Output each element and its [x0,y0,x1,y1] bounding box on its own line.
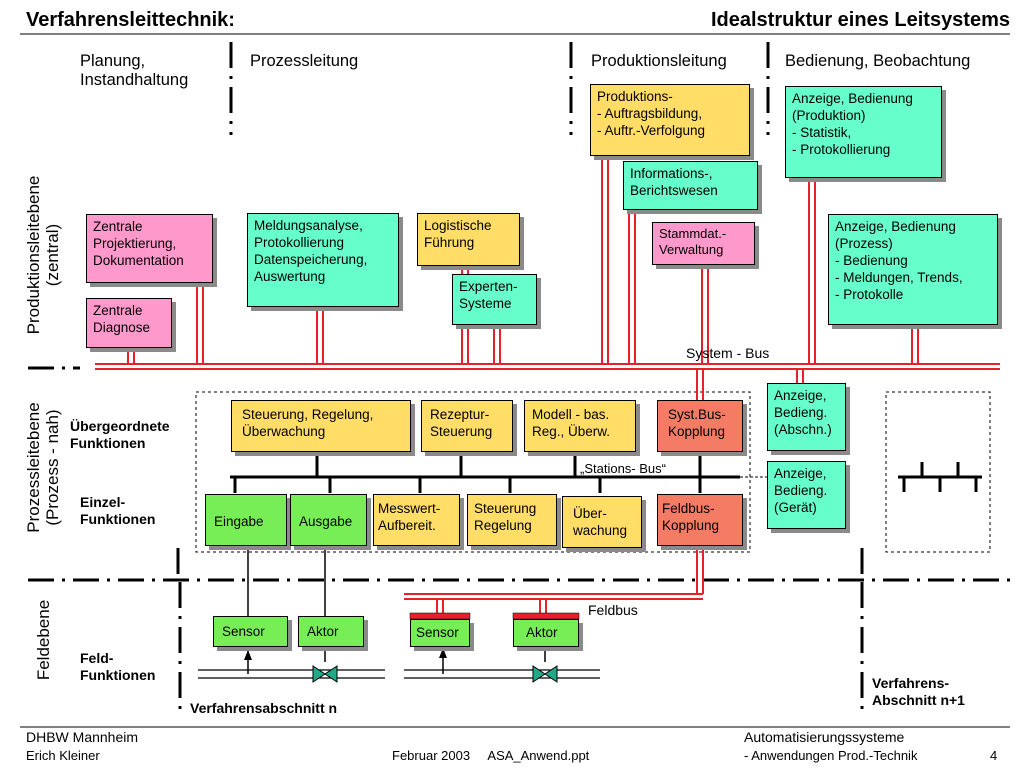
column-prozessleitung: Prozessleitung [250,52,359,70]
box-aktor2: Aktor [513,619,579,647]
footer-page: 4 [990,748,998,763]
footer-author: Erich Kleiner [26,748,100,763]
box-feldbus-kopplung: Feldbus- Kopplung [657,494,743,546]
box-informations: Informations-, Berichtswesen [623,161,758,210]
column-bedienung: Bedienung, Beobachtung [785,52,971,70]
level-dividers [28,366,1010,712]
box-rezeptur: Rezeptur- Steuerung [421,400,513,452]
box-systbus-kopplung: Syst.Bus- Kopplung [657,400,743,452]
box-ausgabe: Ausgabe [290,494,367,546]
level-prozessleitebene: Prozessleitebene (Prozess - nah) [24,402,62,533]
label-system-bus: System - Bus [686,345,770,361]
label-abschnitt-n1: Verfahrens- Abschnitt n+1 [872,675,965,708]
box-anzeige-produktion: Anzeige, Bedienung (Produktion) - Statis… [785,86,942,178]
io-lines [247,546,546,674]
stations-bus [230,452,768,493]
box-eingabe: Eingabe [205,494,287,546]
footer-date-file: Februar 2003 ASA_Anwend.ppt [392,748,590,763]
box-zentrale-diagnose: Zentrale Diagnose [86,298,172,348]
title-right: Idealstruktur eines Leitsystems [710,9,1010,31]
label-einzel: Einzel- Funktionen [80,494,156,527]
box-logistische: Logistische Führung [417,213,520,266]
box-steuerung2: Steuerung Regelung [467,494,557,546]
box-anzeige-prozess: Anzeige, Bedienung (Prozess) - Bedienung… [828,214,998,325]
column-planung: Planung, Instandhaltung [80,52,189,89]
box-experten: Experten- Systeme [452,274,537,325]
box-produktions: Produktions- - Auftragsbildung, - Auftr.… [590,84,750,156]
box-sensor1: Sensor [213,616,288,647]
box-anzeige-abschn: Anzeige, Bedieng. (Abschn.) [767,383,846,451]
label-abschnitt-n: Verfahrensabschnitt n [190,700,338,716]
column-produktionsleitung: Produktionsleitung [591,52,727,70]
box-stammdat: Stammdat.- Verwaltung [652,222,755,265]
level-feldebene: Feldebene [34,599,53,681]
box-anzeige-geraet: Anzeige, Bedieng. (Gerät) [767,461,846,529]
footer-org: DHBW Mannheim [26,729,139,745]
title-left: Verfahrensleittechnik: [26,9,235,31]
box-modell: Modell - bas. Reg., Überw. [524,400,636,452]
box-meldungsanalyse: Meldungsanalyse, Protokollierung Datensp… [247,213,399,307]
label-feldbus: Feldbus [588,602,638,618]
box-ueberwachung: Über- wachung [562,496,642,548]
column-dividers [229,42,770,135]
footer-course: Automatisierungssysteme [744,729,905,745]
box-steuerung-regelung: Steuerung, Regelung, Überwachung [231,400,411,452]
level-produktionsleitebene: Produktionsleitebene (zentral) [24,175,62,335]
process-pipes [198,669,600,679]
footer-subtitle: - Anwendungen Prod.-Technik [744,748,918,763]
label-uebergeordnete: Übergeordnete Funktionen [70,418,170,451]
label-feld: Feld- Funktionen [80,650,156,683]
box-aktor1: Aktor [298,616,364,647]
section-bus-n1 [898,462,982,492]
label-stations-bus: „Stations- Bus“ [580,461,666,476]
box-sensor2: Sensor [410,619,470,647]
feldbus [404,546,704,614]
box-messwert: Messwert- Aufbereit. [373,494,460,546]
valve-icons [312,665,558,683]
box-zentrale-projektierung: Zentrale Projektierung, Dokumentation [86,214,213,283]
